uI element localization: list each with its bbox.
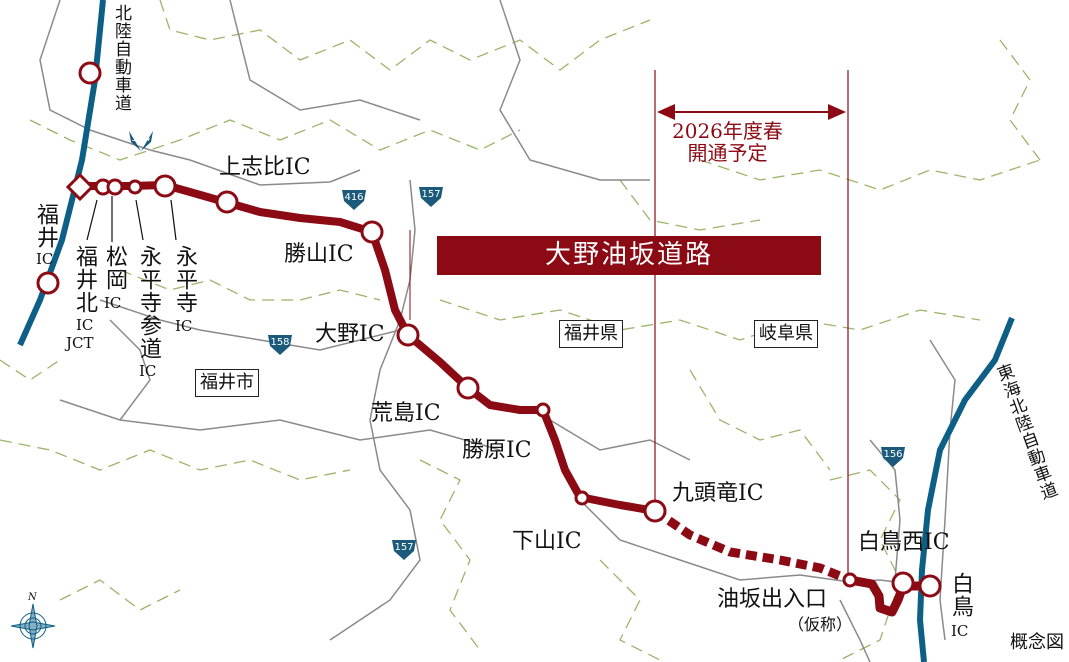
eiheiji-sando-ic-label: 永平寺参道 (136, 245, 161, 360)
route-shield-157-south: 157 (391, 539, 417, 561)
arashima-ic-label: 荒島IC (371, 401, 441, 426)
route-shield-364: 364 (128, 130, 154, 152)
route-title-banner: 大野油坂道路 (437, 236, 821, 275)
shirotori-ic-suffix: IC (951, 622, 969, 640)
opening-note-line1: 2026年度春 (672, 119, 783, 143)
route-planned (652, 507, 852, 585)
aburazaka-label: 油坂出入口 (717, 587, 828, 612)
route-shield-158: 158 (267, 334, 293, 356)
shirotorinishi-ic-label: 白鳥西IC (858, 530, 950, 555)
road-lines (39, 0, 956, 662)
kuzuryu-ic-label: 九頭竜IC (672, 481, 764, 506)
eiheiji-ic-suffix: IC (175, 317, 193, 335)
boundary-lines (0, 0, 1041, 661)
fukui-ic-suffix: IC (36, 250, 54, 268)
hokuriku-ic-marker (78, 61, 102, 85)
route-shield-156: 156 (880, 446, 906, 468)
route-shield-157: 157 (418, 186, 444, 208)
section-arrow (657, 104, 846, 120)
kamishihi-ic-label: 上志比IC (219, 155, 311, 180)
ono-ic-label: 大野IC (315, 322, 385, 347)
fukui-city-label: 福井市 (195, 369, 259, 397)
gifu-prefecture-label: 岐阜県 (754, 320, 818, 348)
fukui-ic-label: 福井 (33, 203, 58, 249)
ic-markers (36, 61, 942, 598)
hokuriku-expressway-label: 北陸自動車道 (111, 4, 131, 112)
opening-note: 2026年度春 開通予定 (672, 120, 783, 164)
katsuyama-ic-label: 勝山IC (284, 242, 354, 267)
compass-north-label: N (28, 592, 37, 603)
katsuhara-ic-label: 勝原IC (462, 438, 532, 463)
shimoyama-ic-label: 下山IC (512, 529, 582, 554)
aburazaka-tentative-label: （仮称） (788, 615, 853, 634)
matsuoka-ic-label: 松岡 (102, 245, 127, 291)
fukuikita-jct-marker (65, 172, 95, 202)
fukuikita-ic-suffix: IC (76, 316, 94, 334)
matsuoka-ic-suffix: IC (104, 294, 122, 312)
shirotori-ic-label: 白鳥 (948, 572, 973, 618)
eiheiji-ic-label: 永平寺 (172, 245, 197, 314)
fukui-prefecture-label: 福井県 (559, 320, 623, 348)
compass-icon (10, 603, 56, 649)
route-shield-416: 416 (341, 189, 367, 211)
eiheiji-sando-ic-suffix: IC (139, 362, 157, 380)
fukuikita-ic-label: 福井北 (72, 245, 97, 314)
conceptual-map-note: 概念図 (1010, 632, 1064, 653)
fukuikita-jct-suffix: JCT (66, 334, 94, 352)
route-existing (80, 181, 656, 515)
tokai-hokuriku-expressway (916, 316, 1015, 662)
fukui-ic-marker (36, 271, 60, 295)
opening-note-line2: 開通予定 (687, 141, 768, 165)
